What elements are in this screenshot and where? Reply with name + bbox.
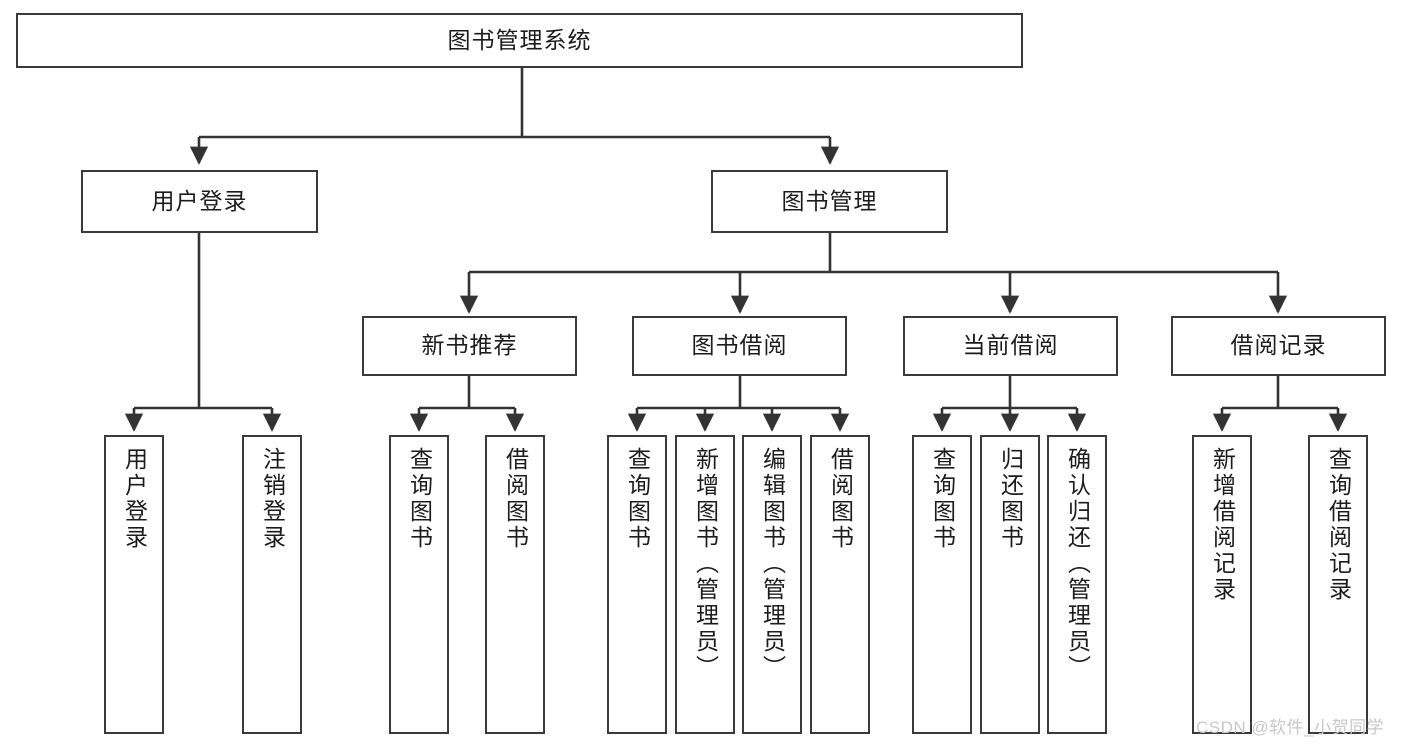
node-leaf-add-record-label: 新增借阅记录 bbox=[1209, 447, 1236, 603]
node-borrow-record[interactable]: 借阅记录 bbox=[1171, 316, 1386, 376]
node-leaf-borrow-book-1[interactable]: 借阅图书 bbox=[485, 435, 545, 734]
node-book-borrow-label: 图书借阅 bbox=[691, 332, 788, 359]
node-root[interactable]: 图书管理系统 bbox=[16, 13, 1023, 68]
node-book-manage[interactable]: 图书管理 bbox=[711, 170, 948, 233]
node-leaf-edit-book-label: 编辑图书（管理员） bbox=[759, 447, 786, 681]
node-leaf-borrow-book-2[interactable]: 借阅图书 bbox=[810, 435, 870, 734]
node-leaf-query-book-3[interactable]: 查询图书 bbox=[912, 435, 972, 734]
node-user-login-label: 用户登录 bbox=[151, 187, 248, 214]
node-leaf-user-logout-label: 注销登录 bbox=[259, 447, 286, 551]
node-root-label: 图书管理系统 bbox=[447, 26, 592, 53]
node-book-borrow[interactable]: 图书借阅 bbox=[632, 316, 847, 376]
node-current-borrow[interactable]: 当前借阅 bbox=[903, 316, 1118, 376]
node-leaf-edit-book[interactable]: 编辑图书（管理员） bbox=[742, 435, 802, 734]
node-new-book-recommend-label: 新书推荐 bbox=[421, 332, 518, 359]
node-leaf-query-book-1[interactable]: 查询图书 bbox=[389, 435, 449, 734]
node-leaf-user-logout[interactable]: 注销登录 bbox=[242, 435, 302, 734]
node-leaf-return-book-label: 归还图书 bbox=[997, 447, 1024, 551]
node-current-borrow-label: 当前借阅 bbox=[962, 332, 1059, 359]
node-leaf-confirm-return-label: 确认归还（管理员） bbox=[1064, 447, 1091, 681]
node-leaf-query-record[interactable]: 查询借阅记录 bbox=[1308, 435, 1368, 734]
node-user-login[interactable]: 用户登录 bbox=[81, 170, 318, 233]
node-leaf-return-book[interactable]: 归还图书 bbox=[980, 435, 1040, 734]
node-leaf-query-book-3-label: 查询图书 bbox=[929, 447, 956, 551]
csdn-watermark: CSDN @软件_小贺同学 bbox=[1196, 718, 1385, 737]
node-leaf-user-login[interactable]: 用户登录 bbox=[104, 435, 164, 734]
node-book-manage-label: 图书管理 bbox=[781, 187, 878, 214]
node-leaf-confirm-return[interactable]: 确认归还（管理员） bbox=[1047, 435, 1107, 734]
node-leaf-query-book-2-label: 查询图书 bbox=[624, 447, 651, 551]
node-leaf-borrow-book-2-label: 借阅图书 bbox=[827, 447, 854, 551]
node-leaf-add-book-label: 新增图书（管理员） bbox=[692, 447, 719, 681]
node-leaf-add-record[interactable]: 新增借阅记录 bbox=[1192, 435, 1252, 734]
node-leaf-add-book[interactable]: 新增图书（管理员） bbox=[675, 435, 735, 734]
node-leaf-query-book-1-label: 查询图书 bbox=[406, 447, 433, 551]
node-new-book-recommend[interactable]: 新书推荐 bbox=[362, 316, 577, 376]
node-leaf-borrow-book-1-label: 借阅图书 bbox=[502, 447, 529, 551]
node-leaf-user-login-label: 用户登录 bbox=[121, 447, 148, 551]
node-leaf-query-book-2[interactable]: 查询图书 bbox=[607, 435, 667, 734]
node-borrow-record-label: 借阅记录 bbox=[1230, 332, 1327, 359]
node-leaf-query-record-label: 查询借阅记录 bbox=[1325, 447, 1352, 603]
